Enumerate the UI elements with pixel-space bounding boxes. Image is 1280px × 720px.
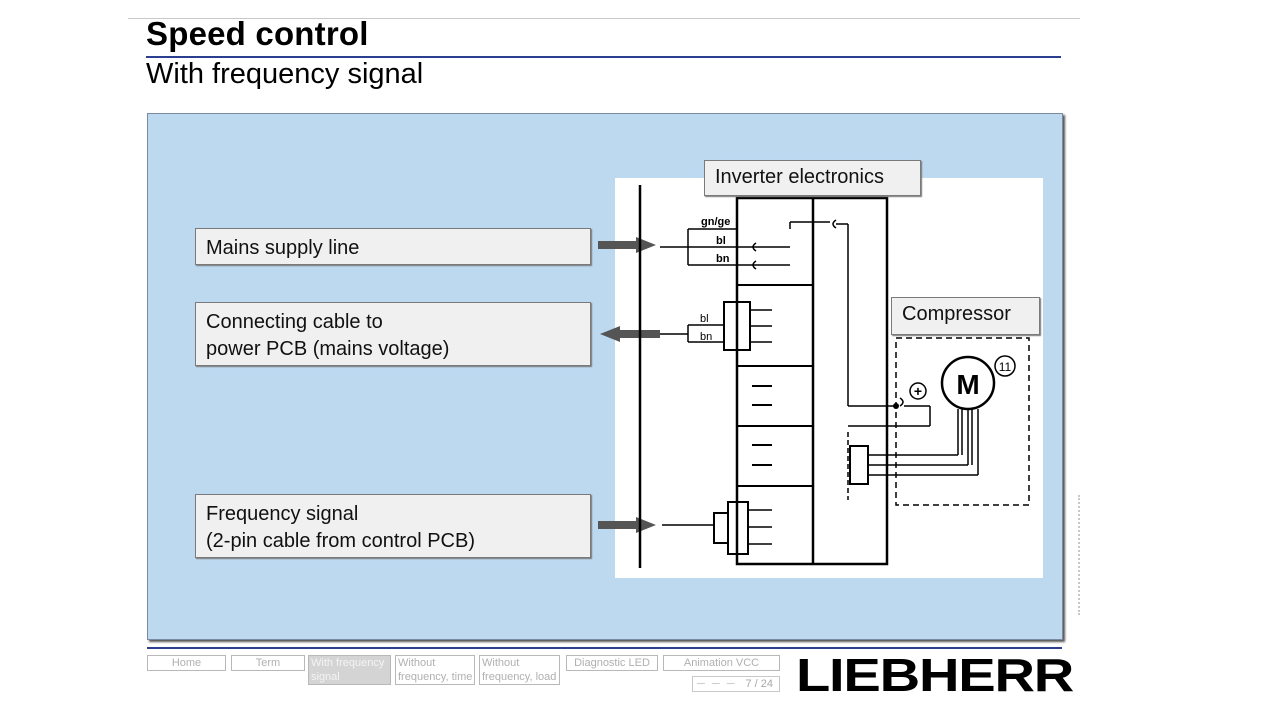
schematic-background <box>615 178 1043 578</box>
connecting-cable-label: Connecting cable to power PCB (mains vol… <box>195 302 591 366</box>
mains-supply-text: Mains supply line <box>206 237 360 259</box>
nav-without-time-label-2: frequency, time <box>398 671 473 683</box>
nav-term-label: Term <box>255 657 281 669</box>
inverter-text: Inverter electronics <box>715 166 884 188</box>
page-number: 7 / 24 <box>745 678 773 690</box>
compressor-text: Compressor <box>902 303 1011 325</box>
nav-without-load-label-2: frequency, load <box>482 671 557 683</box>
nav-with-frequency-label-1: With frequency <box>311 657 385 669</box>
nav-home-button[interactable]: Home <box>147 655 226 671</box>
nav-diagnostic-label: Diagnostic LED <box>574 657 650 669</box>
nav-diagnostic-led-button[interactable]: Diagnostic LED <box>566 655 658 671</box>
connecting-cable-text-1: Connecting cable to <box>206 311 383 333</box>
nav-animation-label: Animation VCC <box>683 657 760 669</box>
slide-title: Speed control <box>146 15 369 52</box>
nav-with-frequency-button[interactable]: With frequency signal <box>308 655 391 685</box>
nav-term-button[interactable]: Term <box>231 655 305 671</box>
slide-subtitle: With frequency signal <box>146 58 424 90</box>
nav-without-frequency-load-button[interactable]: Without frequency, load <box>479 655 560 685</box>
nav-without-load-label-1: Without <box>482 657 520 669</box>
nav-without-frequency-time-button[interactable]: Without frequency, time <box>395 655 475 685</box>
connecting-cable-text-2: power PCB (mains voltage) <box>206 338 450 360</box>
mains-supply-label: Mains supply line <box>195 228 591 265</box>
nav-home-label: Home <box>171 657 202 669</box>
frequency-signal-text-2: (2-pin cable from control PCB) <box>206 530 475 552</box>
top-divider <box>128 18 1080 19</box>
frequency-signal-label: Frequency signal (2-pin cable from contr… <box>195 494 591 558</box>
side-dotted-line <box>1078 495 1082 615</box>
bottom-rule <box>147 647 1062 649</box>
nav-without-time-label-1: Without <box>398 657 436 669</box>
nav-with-frequency-label-2: signal <box>311 671 340 683</box>
compressor-label: Compressor <box>891 297 1040 335</box>
frequency-signal-text-1: Frequency signal <box>206 503 359 525</box>
pager-arrows[interactable]: ─ ─ ─ <box>697 678 737 690</box>
liebherr-logo: LIEBHERR <box>796 649 1074 701</box>
page-indicator: ─ ─ ─ 7 / 24 <box>692 676 780 692</box>
title-rule <box>146 56 1061 58</box>
nav-animation-vcc-button[interactable]: Animation VCC <box>663 655 780 671</box>
inverter-label: Inverter electronics <box>704 160 921 196</box>
